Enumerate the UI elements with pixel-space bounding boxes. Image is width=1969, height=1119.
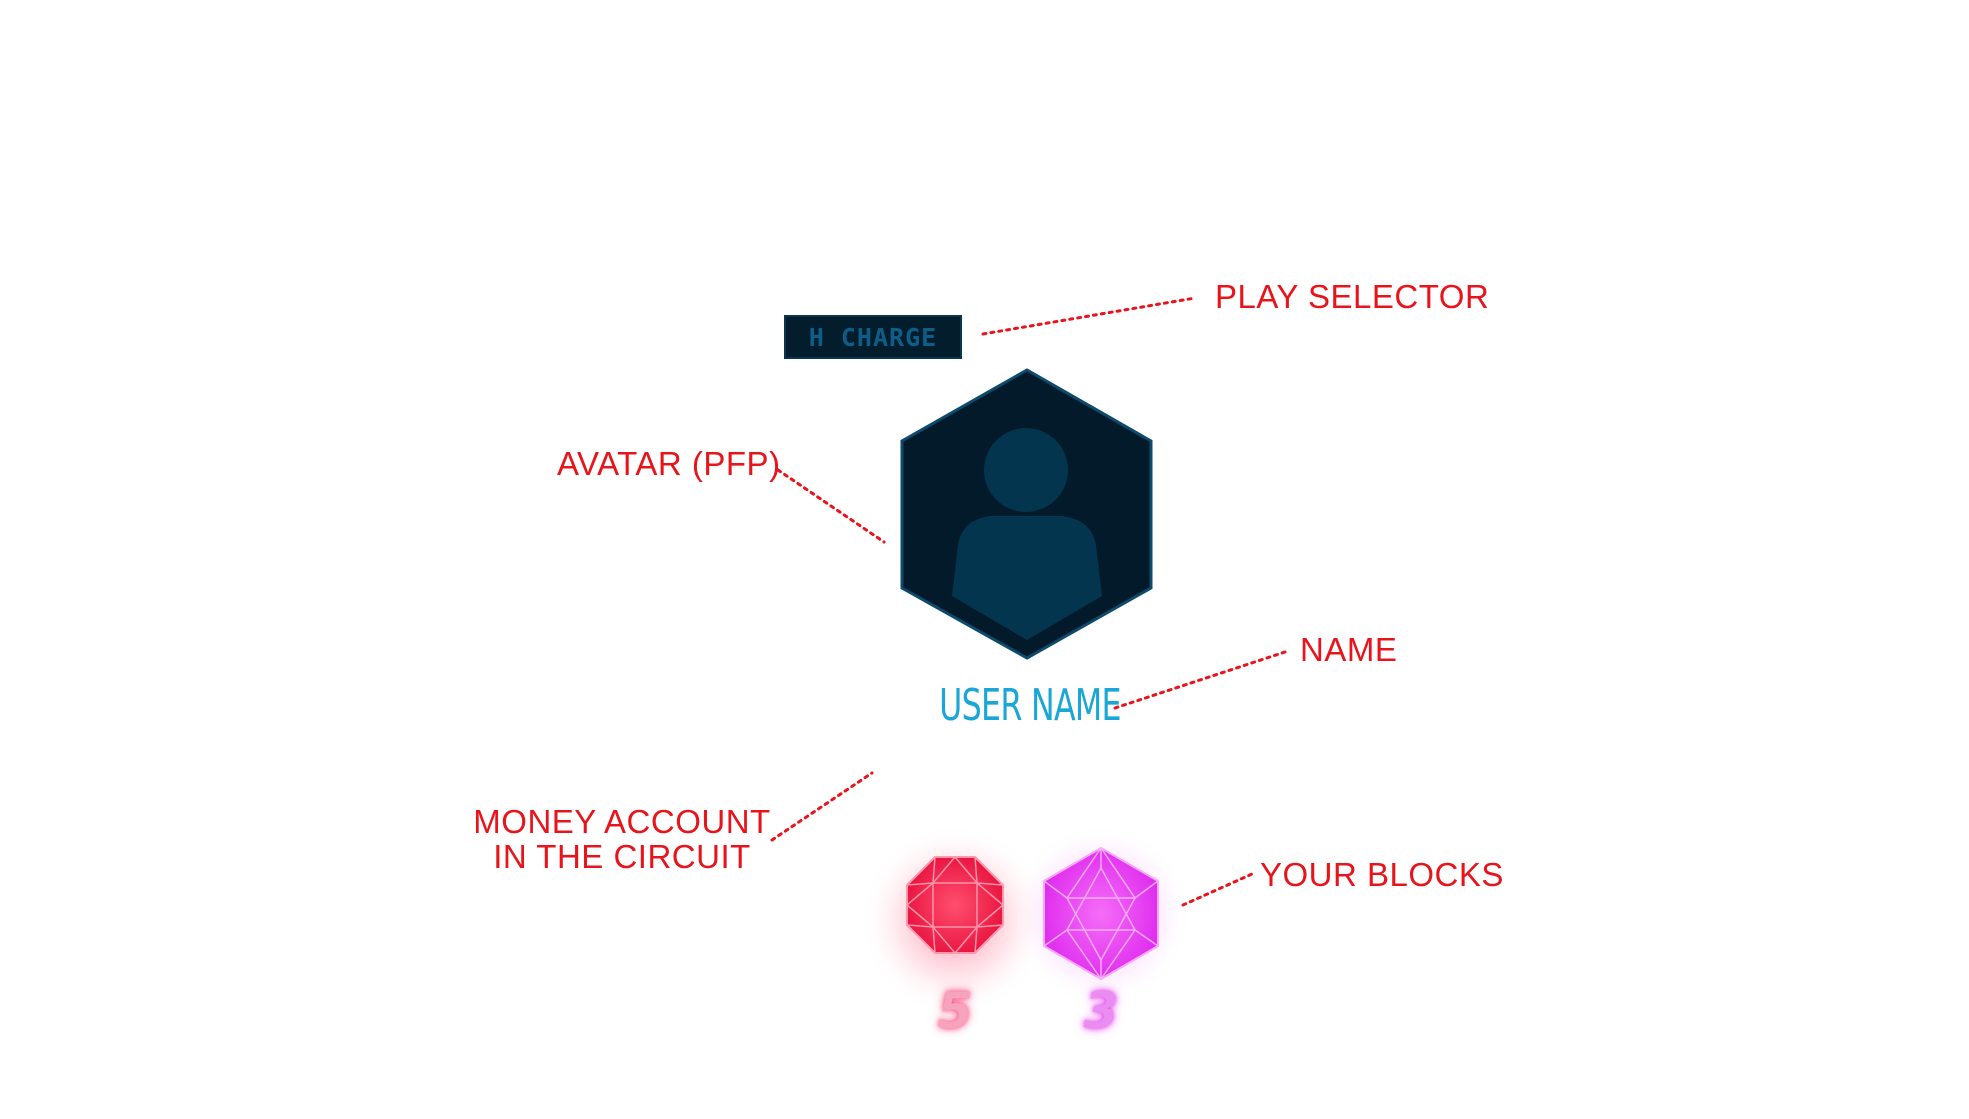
user-name[interactable]: USER NAME xyxy=(939,680,1121,731)
magenta-hexagon-gem-icon xyxy=(1011,825,1191,1005)
play-selector-leader-line xyxy=(981,296,1197,336)
callout-money-line2: IN THE CIRCUIT xyxy=(493,838,751,875)
callout-money-line1: MONEY ACCOUNT xyxy=(473,803,771,840)
blocks-leader-line xyxy=(1181,872,1254,907)
callout-your-blocks: YOUR BLOCKS xyxy=(1260,856,1504,893)
red-block-count: 5 xyxy=(937,982,973,1040)
money-leader-line xyxy=(770,771,874,842)
magenta-block-count: 3 xyxy=(1083,982,1119,1040)
callout-play-selector: PLAY SELECTOR xyxy=(1215,278,1490,315)
callout-name: NAME xyxy=(1300,631,1398,668)
avatar[interactable] xyxy=(900,368,1153,660)
callout-avatar: AVATAR (PFP) xyxy=(557,445,781,482)
avatar-body xyxy=(952,516,1102,640)
play-selector-button[interactable]: H CHARGE xyxy=(784,315,962,359)
red-octagon-gem-icon xyxy=(860,825,1050,1015)
avatar-leader-line xyxy=(776,468,886,544)
callout-money-account: MONEY ACCOUNT IN THE CIRCUIT xyxy=(472,804,772,874)
play-selector-label: H CHARGE xyxy=(808,322,938,352)
name-leader-line xyxy=(1113,650,1287,710)
avatar-head xyxy=(984,428,1068,512)
